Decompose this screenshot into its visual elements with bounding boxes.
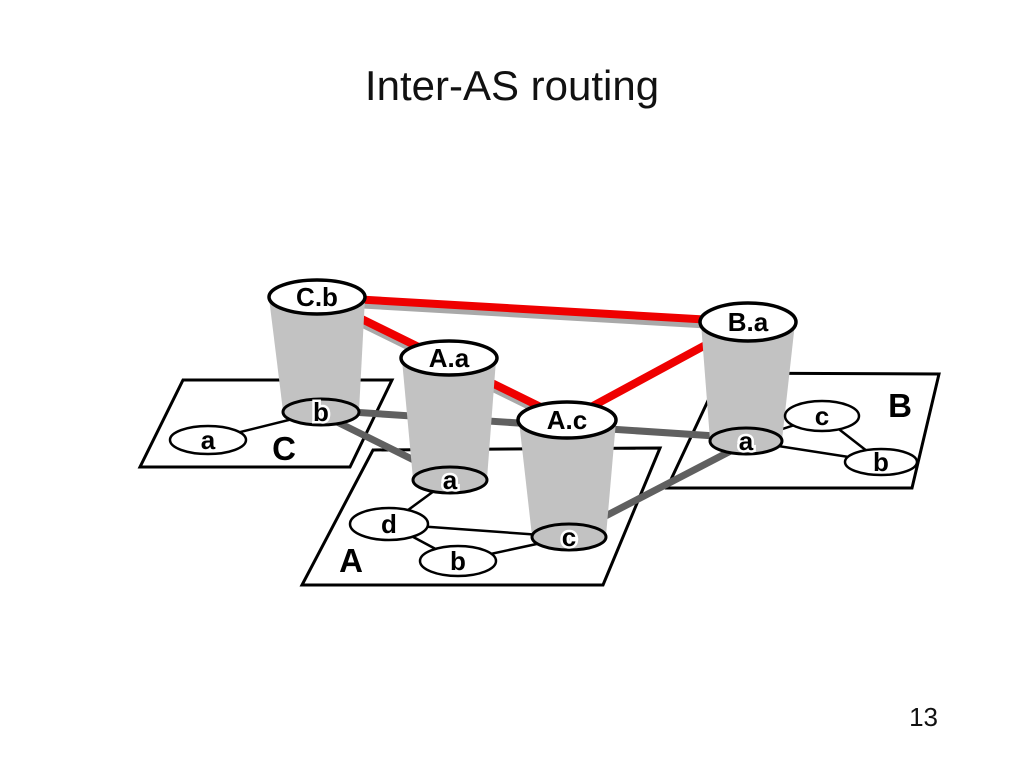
as-nodes: a d b c b bbox=[168, 399, 919, 578]
router-cb-foot bbox=[281, 397, 361, 427]
router-aa: A.a a bbox=[399, 339, 499, 498]
plane-b-label: B bbox=[888, 387, 912, 424]
router-aa-label: A.a bbox=[429, 343, 470, 373]
router-cb-body bbox=[269, 298, 365, 411]
router-ac-foot-label: c bbox=[562, 522, 576, 552]
node-a-b-label: b bbox=[450, 546, 466, 576]
router-ba-body bbox=[701, 323, 795, 440]
plane-c-label: C bbox=[272, 430, 296, 467]
node-b-b bbox=[843, 447, 919, 477]
node-a-b bbox=[418, 544, 498, 578]
node-b-c-label: c bbox=[815, 401, 829, 431]
page-number: 13 bbox=[909, 702, 938, 732]
shadow-cb-ba bbox=[318, 300, 751, 331]
router-ac-top bbox=[516, 400, 618, 440]
slide-title: Inter-AS routing bbox=[365, 62, 659, 109]
router-ba-foot-label: a bbox=[739, 426, 754, 456]
plane-a-label: A bbox=[339, 542, 363, 579]
router-ac: A.c c bbox=[516, 400, 618, 555]
node-c-a bbox=[168, 424, 248, 456]
router-cb-foot-label: b bbox=[313, 397, 329, 427]
router-ac-label: A.c bbox=[547, 405, 587, 435]
session-link-cb-ba bbox=[316, 293, 749, 326]
router-ba-top bbox=[698, 301, 798, 343]
router-ba-label: B.a bbox=[728, 307, 769, 337]
router-cb: C.b b bbox=[267, 278, 367, 430]
router-cb-label: C.b bbox=[296, 282, 338, 312]
node-c-a-label: a bbox=[201, 425, 216, 455]
node-a-d bbox=[348, 506, 430, 542]
as-plane-labels: C A B bbox=[272, 387, 912, 579]
node-b-c bbox=[783, 399, 861, 433]
router-aa-foot-label: a bbox=[443, 465, 458, 495]
node-a-d-label: d bbox=[381, 509, 397, 539]
node-b-b-label: b bbox=[873, 447, 889, 477]
router-ac-body bbox=[519, 421, 616, 536]
router-ba: B.a a bbox=[698, 301, 798, 459]
router-aa-body bbox=[402, 360, 496, 479]
router-ba-foot bbox=[708, 426, 784, 456]
router-aa-foot bbox=[411, 465, 489, 495]
router-cb-top bbox=[267, 278, 367, 316]
router-ac-foot bbox=[530, 522, 608, 552]
router-aa-top bbox=[399, 339, 499, 377]
